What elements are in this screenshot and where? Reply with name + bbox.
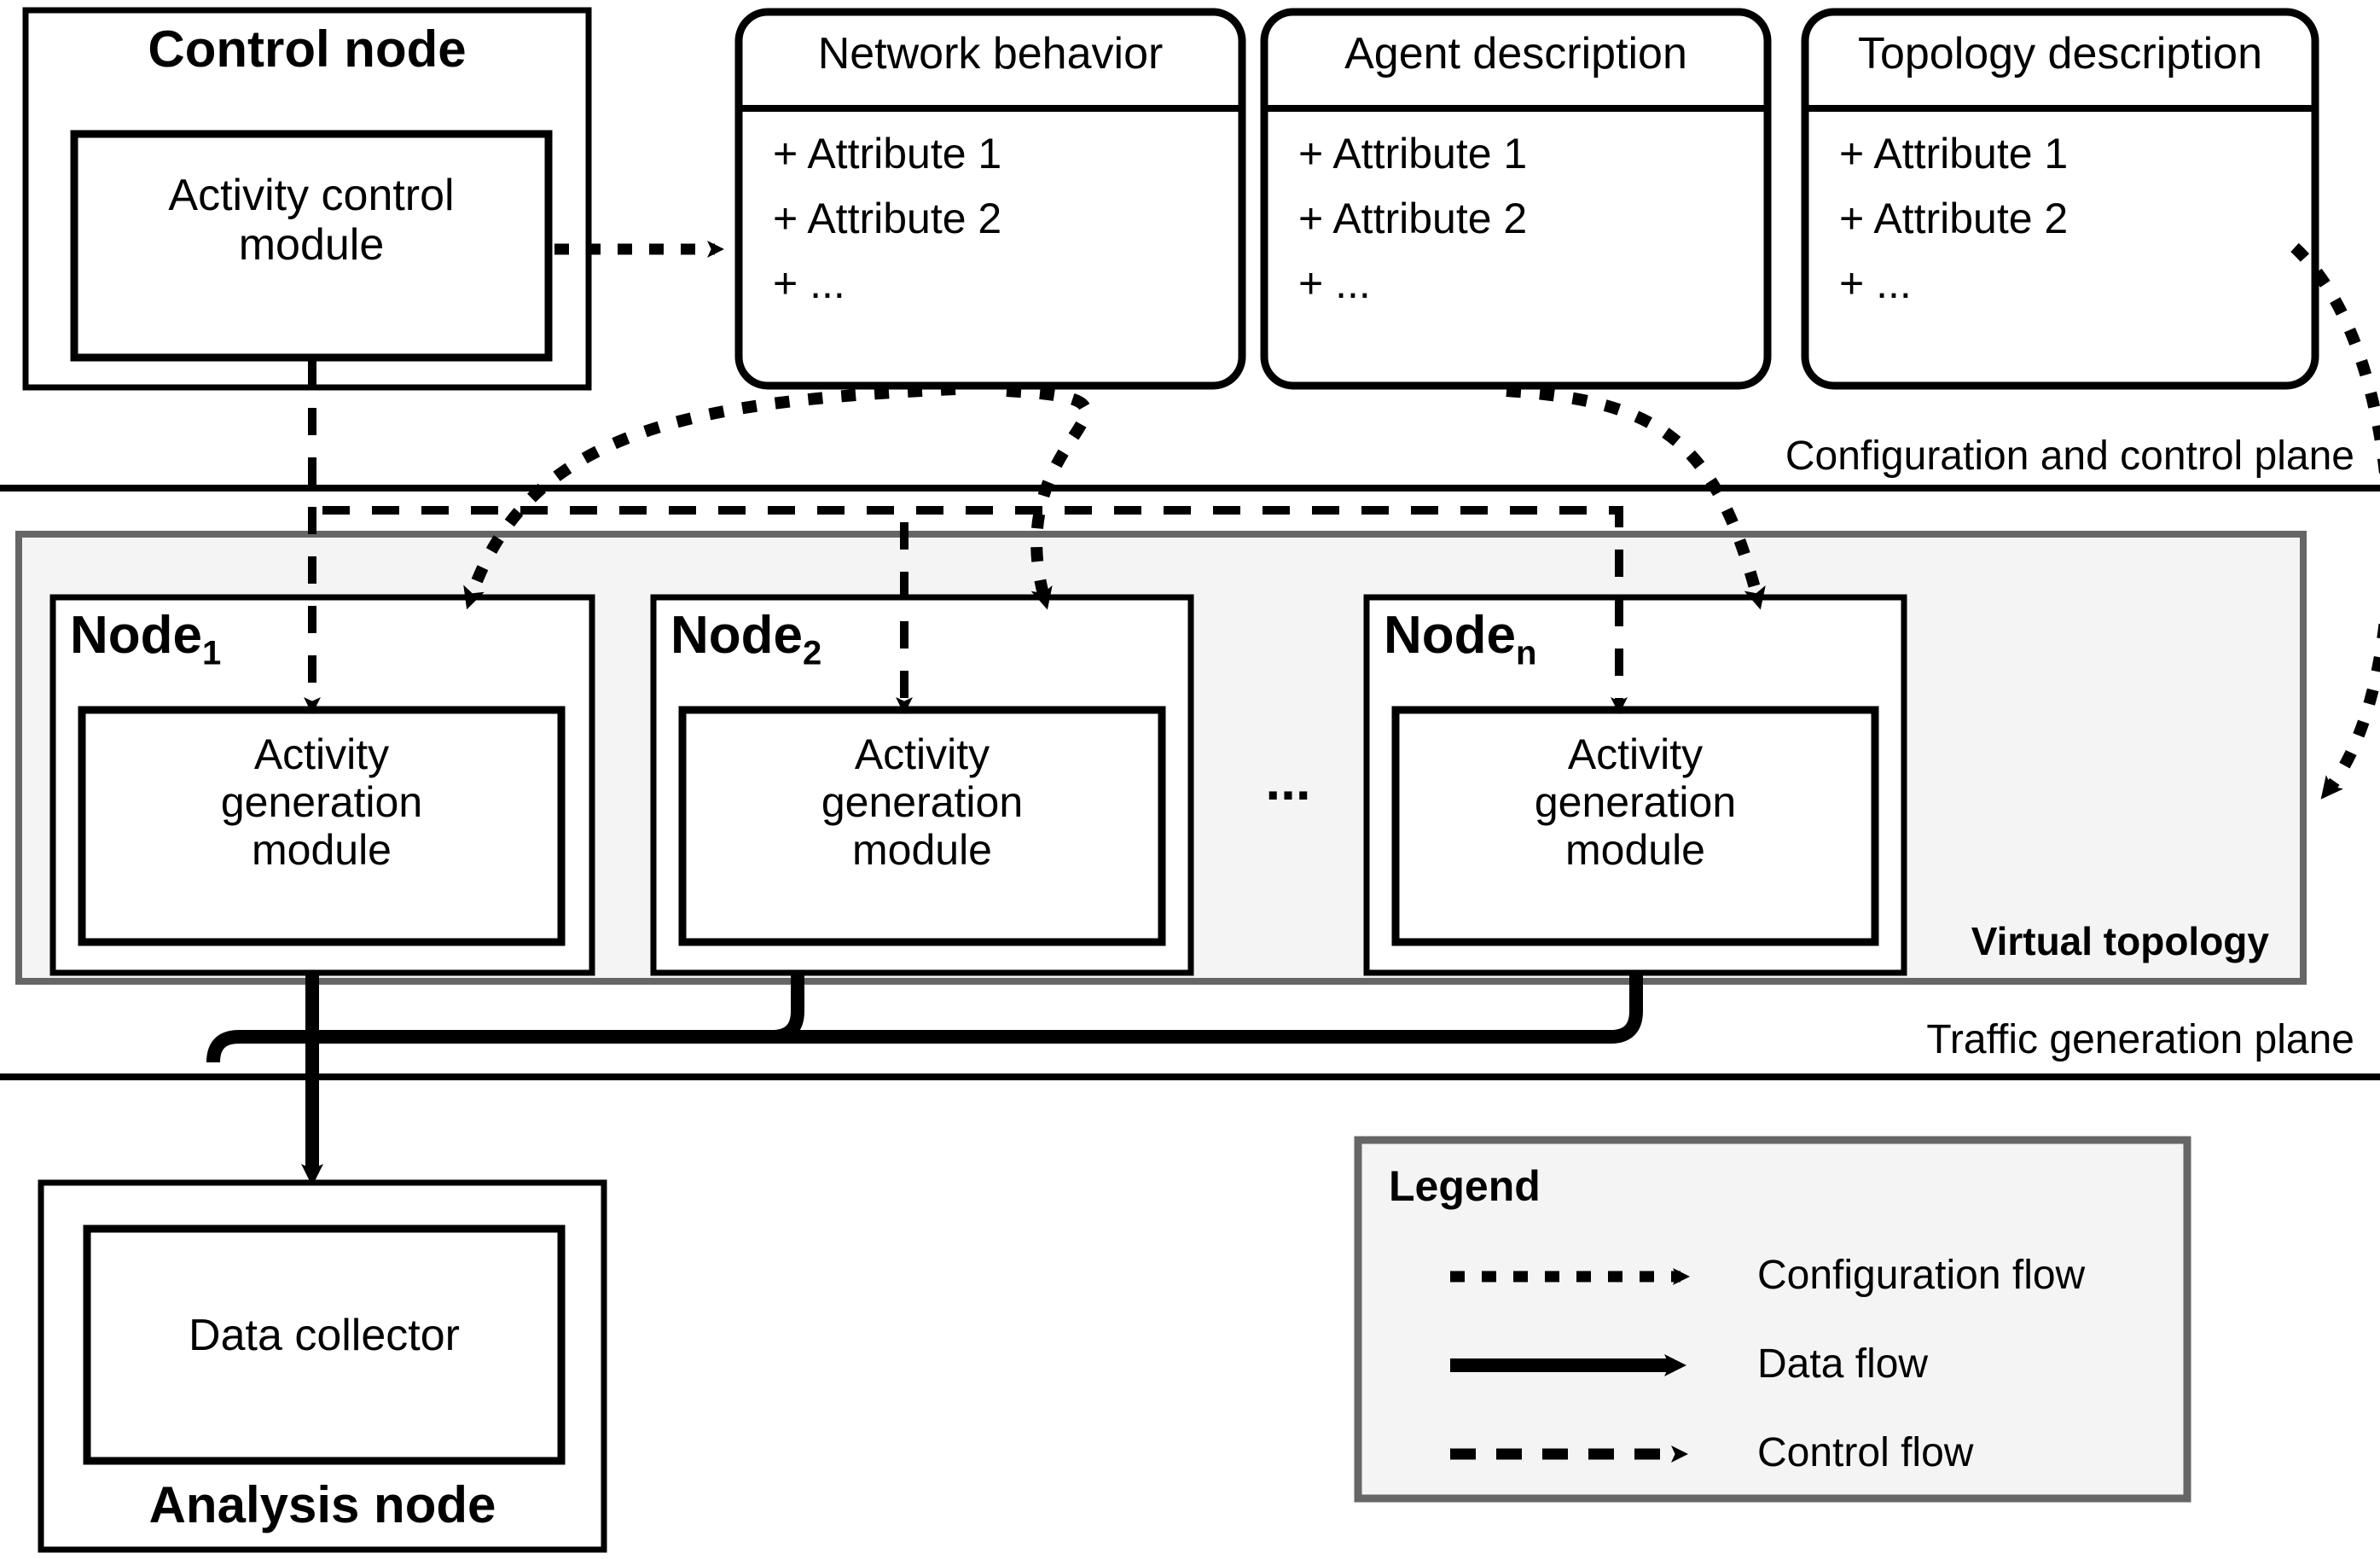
data-collector-box	[83, 1225, 566, 1465]
legend-panel	[1354, 1136, 2191, 1503]
data-flow-node2	[239, 973, 804, 1044]
agm1-l2: generation	[220, 778, 423, 826]
legend-title: Legend	[1389, 1162, 1541, 1210]
data-flow-noden	[239, 973, 1643, 1044]
spec-attr-ad-1: + Attribute 1	[1298, 130, 1528, 177]
spec-box-network-behavior	[734, 8, 1246, 390]
node-box-1	[49, 594, 595, 976]
config-flow-to-node1	[463, 383, 956, 610]
agm1-l1: Activity	[253, 730, 390, 778]
spec-attr-td-2: + Attribute 2	[1839, 195, 2069, 242]
legend-label-data-flow: Data flow	[1757, 1341, 1929, 1387]
node-label-1: Node1	[70, 606, 221, 672]
legend-label-configuration-flow: Configuration flow	[1757, 1253, 2086, 1298]
node-label-n-subscript: n	[1516, 634, 1537, 672]
virtual-topology-label: Virtual topology	[1971, 919, 2269, 963]
agmn-l2: generation	[1534, 778, 1737, 826]
spec-box-topology-description	[1801, 8, 2319, 390]
agm2-l1: Activity	[854, 730, 990, 778]
spec-attr-td-1: + Attribute 1	[1839, 130, 2069, 177]
activity-control-module-text: Activity control	[168, 171, 455, 220]
control-node-title: Control node	[148, 20, 467, 78]
config-flow-to-noden	[1506, 385, 1766, 610]
legend-label-control-flow: Control flow	[1757, 1430, 1974, 1475]
config-flow-to-node2	[1006, 385, 1092, 610]
data-collector-label: Data collector	[189, 1311, 460, 1360]
agmn-l3: module	[1565, 826, 1705, 874]
config-flow-to-virtual-topology	[2290, 242, 2380, 800]
node-label-n-name: Node	[1384, 606, 1516, 665]
nodes-ellipsis: ...	[1265, 750, 1311, 811]
node-label-1-subscript: 1	[202, 634, 222, 672]
node-label-1-name: Node	[70, 606, 202, 665]
spec-title-topology-description: Topology description	[1857, 29, 2263, 79]
spec-attr-nb-1: + Attribute 1	[773, 130, 1002, 177]
spec-box-agent-description	[1260, 8, 1772, 390]
control-flow-branch-noden	[322, 506, 1628, 714]
spec-attr-td-3: + ...	[1839, 259, 1912, 307]
data-flow-bus-corner	[206, 1030, 240, 1063]
agmn-l1: Activity	[1567, 730, 1704, 778]
control-flow-branch-node2	[322, 506, 913, 714]
node-label-2: Node2	[670, 606, 821, 672]
spec-title-agent-description: Agent description	[1344, 29, 1687, 79]
configuration-control-plane-label: Configuration and control plane	[1785, 433, 2354, 479]
activity-control-module-box	[70, 130, 553, 362]
agm2-l2: generation	[821, 778, 1024, 826]
node-label-2-name: Node	[670, 606, 803, 665]
spec-title-network-behavior: Network behavior	[817, 29, 1164, 79]
agm1-l3: module	[252, 826, 392, 874]
spec-attr-ad-3: + ...	[1298, 259, 1371, 307]
activity-control-module-text-2: module	[238, 220, 385, 270]
node-label-n: Noden	[1384, 606, 1536, 672]
traffic-generation-plane-label: Traffic generation plane	[1926, 1017, 2354, 1062]
spec-attr-nb-2: + Attribute 2	[773, 195, 1002, 242]
spec-attr-ad-2: + Attribute 2	[1298, 195, 1528, 242]
agm2-l3: module	[852, 826, 992, 874]
analysis-node-title: Analysis node	[148, 1476, 496, 1533]
node-box-2	[650, 594, 1194, 976]
node-label-2-subscript: 2	[803, 634, 822, 672]
spec-attr-nb-3: + ...	[773, 259, 845, 307]
node-box-n	[1363, 594, 1907, 976]
